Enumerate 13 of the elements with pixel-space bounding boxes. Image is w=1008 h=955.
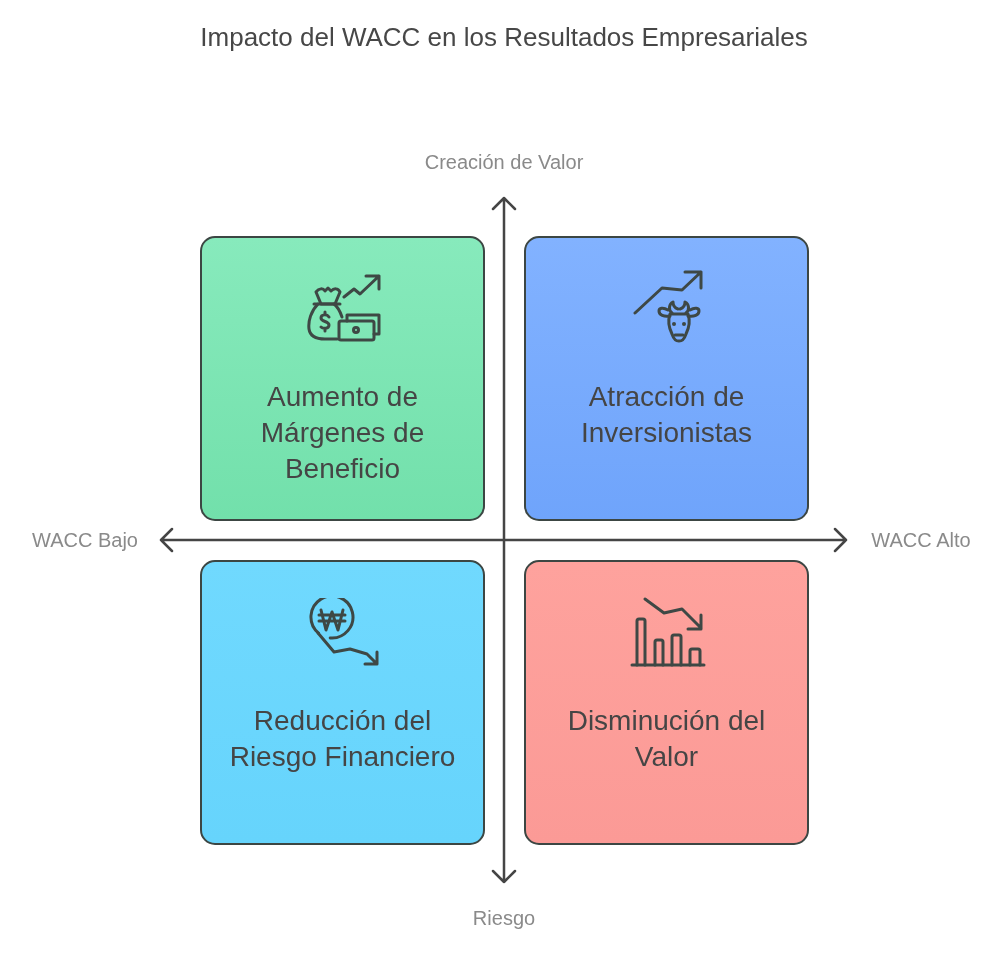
axis-label: WACC Bajo	[32, 528, 138, 553]
quadrant-box	[200, 560, 485, 845]
quadrant-title: Reducción del Riesgo Financiero	[228, 704, 457, 774]
quadrant-box	[524, 236, 809, 521]
quadrant-box	[524, 560, 809, 845]
axis-label: Creación de Valor	[424, 150, 584, 175]
quadrant-title: Aumento de Márgenes de Beneficio	[259, 380, 426, 486]
quadrant-box	[200, 236, 485, 521]
axis-label: Riesgo	[472, 906, 536, 931]
quadrant-title: Disminución del Valor	[566, 704, 767, 774]
quadrant-title: Atracción de Inversionistas	[579, 380, 754, 450]
axis-label: WACC Alto	[871, 528, 971, 553]
diagram-title: Impacto del WACC en los Resultados Empresariales	[199, 21, 809, 54]
